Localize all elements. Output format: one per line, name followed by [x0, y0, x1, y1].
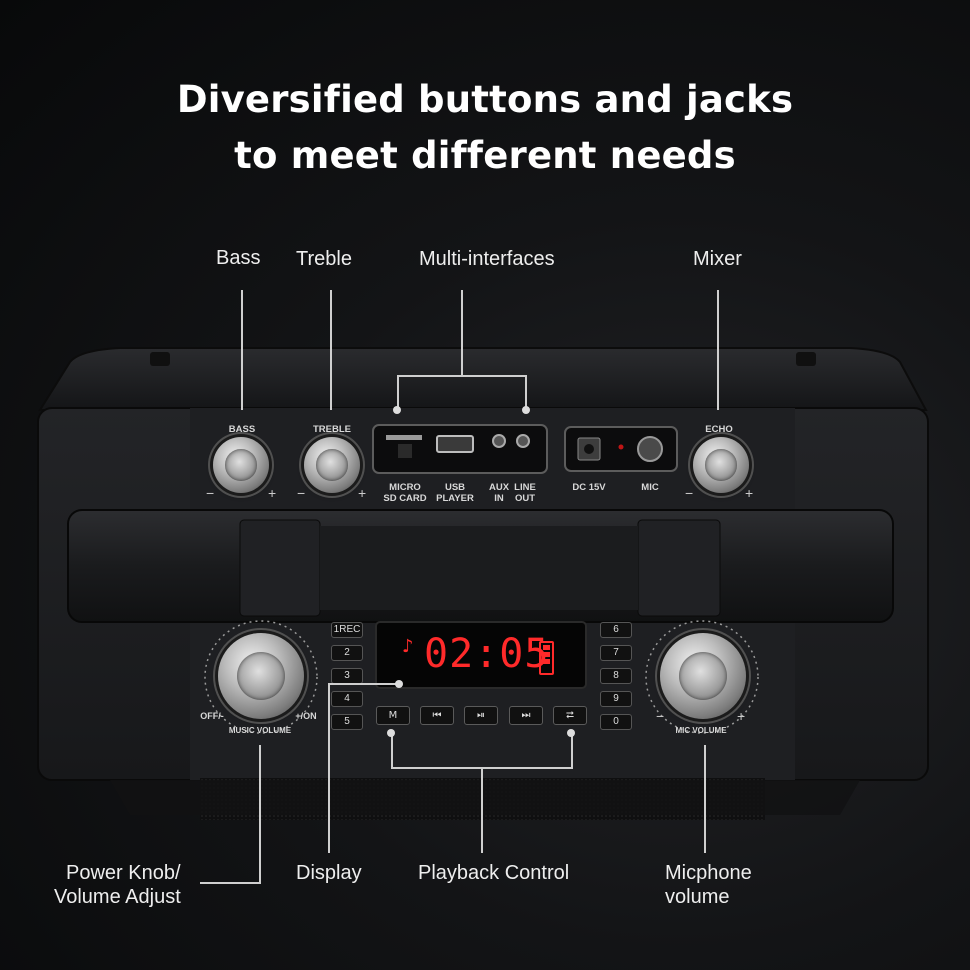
next-button[interactable]: ⏭ — [509, 706, 543, 725]
usb-label-line-2: PLAYER — [436, 493, 474, 504]
echo-plus: + — [745, 485, 754, 501]
key-6[interactable]: 6 — [600, 622, 632, 638]
callout-bass: Bass — [216, 247, 261, 269]
key-1-rec[interactable]: 1REC — [331, 622, 363, 638]
line-out-label-line-2: OUT — [514, 493, 536, 504]
multi-interfaces-dot-right — [522, 406, 530, 414]
echo-knob[interactable] — [693, 437, 749, 493]
key-5[interactable]: 5 — [331, 714, 363, 730]
dc-label: DC 15V — [572, 482, 606, 493]
echo-minus: − — [685, 485, 694, 501]
mic-volume-plus: + — [737, 708, 746, 724]
headline-line-2: to meet different needs — [234, 134, 736, 177]
playback-bracket-left — [391, 733, 393, 768]
playback-dot-right — [567, 729, 575, 737]
callout-playback-control: Playback Control — [418, 862, 570, 884]
multi-interfaces-bracket-right — [525, 375, 527, 410]
mic-jack-label: MIC — [641, 482, 659, 493]
off-label: OFF/- — [200, 711, 224, 721]
headline-line-1: Diversified buttons and jacks — [176, 78, 794, 121]
display-time: 02:05 — [424, 631, 550, 677]
treble-label: TREBLE — [313, 424, 351, 435]
key-8[interactable]: 8 — [600, 668, 632, 684]
callout-power-knob-line-2: Volume Adjust — [54, 886, 181, 908]
micro-sd-label-line-2: SD CARD — [383, 493, 427, 504]
treble-knob[interactable] — [304, 437, 360, 493]
mic-volume-label: MIC VOLUME — [675, 726, 727, 735]
mode-button[interactable]: M — [376, 706, 410, 725]
line-out-label: LINE OUT — [512, 482, 538, 504]
mic-volume-minus: − — [656, 708, 665, 724]
callout-mic-volume-line-2: volume — [665, 886, 730, 908]
speaker-illustration — [37, 347, 929, 820]
bass-callout-line — [241, 290, 243, 410]
previous-button[interactable]: ⏮ — [420, 706, 454, 725]
line-out-label-line-1: LINE — [514, 482, 536, 493]
playback-bracket-right — [571, 733, 573, 768]
playback-dot-left — [387, 729, 395, 737]
key-2[interactable]: 2 — [331, 645, 363, 661]
micro-sd-label-line-1: MICRO — [389, 482, 421, 493]
power-knob-callout-line — [259, 745, 261, 883]
display-callout-line — [328, 683, 330, 853]
mixer-callout-line — [717, 290, 719, 410]
music-volume-label: MUSIC VOLUME — [228, 726, 292, 735]
key-0[interactable]: 0 — [600, 714, 632, 730]
music-volume-knob[interactable] — [218, 633, 304, 719]
key-4[interactable]: 4 — [331, 691, 363, 707]
treble-plus: + — [358, 485, 367, 501]
bass-minus: − — [206, 485, 215, 501]
key-3[interactable]: 3 — [331, 668, 363, 684]
key-9[interactable]: 9 — [600, 691, 632, 707]
callout-mixer: Mixer — [693, 248, 742, 270]
usb-label-line-1: USB — [444, 482, 466, 493]
playback-callout-line — [481, 767, 483, 853]
treble-minus: − — [297, 485, 306, 501]
callout-power-knob-line-1: Power Knob/ — [66, 862, 181, 884]
music-note-icon: ♪ — [402, 636, 414, 657]
multi-interfaces-bracket — [397, 375, 527, 377]
treble-callout-line — [330, 290, 332, 410]
bass-plus: + — [268, 485, 277, 501]
power-knob-callout-horizontal — [200, 882, 261, 884]
key-7[interactable]: 7 — [600, 645, 632, 661]
bass-label: BASS — [228, 424, 256, 435]
display-callout-dot — [395, 680, 403, 688]
callout-mic-volume-line-1: Micphone — [665, 862, 752, 884]
bass-knob[interactable] — [213, 437, 269, 493]
on-label: +/ON — [295, 711, 317, 721]
mic-volume-knob[interactable] — [660, 633, 746, 719]
usb-player-label: USB PLAYER — [434, 482, 476, 504]
micro-sd-label: MICRO SD CARD — [382, 482, 428, 504]
mic-volume-callout-line — [704, 745, 706, 853]
callout-multi-interfaces: Multi-interfaces — [419, 248, 555, 270]
callout-treble: Treble — [296, 248, 352, 270]
display-callout-horizontal — [328, 683, 398, 685]
aux-label-line-2: IN — [494, 493, 504, 504]
multi-interfaces-dot-left — [393, 406, 401, 414]
callout-display: Display — [296, 862, 362, 884]
battery-icon — [539, 641, 554, 675]
echo-label: ECHO — [705, 424, 733, 435]
play-pause-button[interactable]: ⏯ — [464, 706, 498, 725]
aux-in-label: AUX IN — [487, 482, 511, 504]
multi-interfaces-bracket-left — [397, 375, 399, 410]
repeat-button[interactable]: ⮂ — [553, 706, 587, 725]
aux-label-line-1: AUX — [488, 482, 510, 493]
multi-interfaces-callout-line — [461, 290, 463, 376]
